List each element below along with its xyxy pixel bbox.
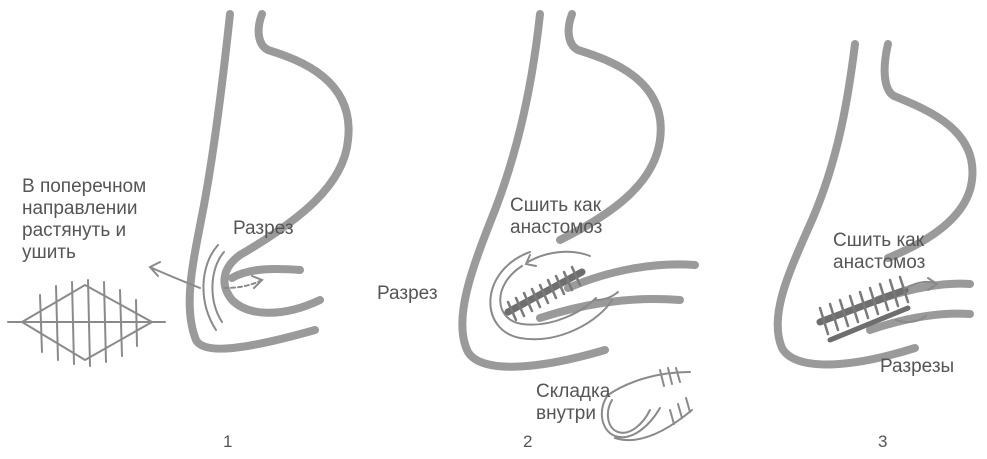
panel-3-incisions-label: Разрезы	[880, 356, 954, 378]
panel-3-number: 3	[878, 432, 887, 452]
panel-1-incision-label: Разрез	[233, 218, 294, 240]
panel-3-anastomosis-seam	[820, 277, 908, 340]
panel-2-duodenum-upper-wall	[568, 264, 695, 288]
panel-1-number: 1	[223, 432, 232, 452]
panel-2-fold-line-1: Складка	[536, 381, 610, 403]
panel-1-instruction-line-4: ушить	[22, 242, 146, 264]
panel-2-stomach-outer-wall	[462, 14, 605, 367]
panel-2-fold-sketch	[602, 368, 692, 440]
panel-3-stomach-inner-wall	[885, 44, 973, 258]
panel-3-anastomosis-line-2: анастомоз	[833, 252, 925, 274]
panel-1-incision-arc	[203, 245, 218, 330]
panel-2-fold-line-2: внутри	[536, 403, 610, 425]
panel-1-instruction-line-1: В поперечном	[22, 176, 146, 198]
panel-1-diamond-suture-sketch	[8, 280, 165, 366]
panel-2-fold-label: Складка внутри	[536, 381, 610, 425]
panel-1-instruction-line-2: направлении	[22, 198, 146, 220]
panel-3-drawing	[778, 44, 973, 365]
panel-3-anastomosis-label: Сшить как анастомоз	[833, 230, 925, 274]
panel-2-fold-loop-outer	[490, 252, 612, 339]
panel-2-incision-label: Разрез	[377, 283, 438, 305]
panel-2-anastomosis-line-2: анастомоз	[510, 217, 602, 239]
panel-1-duodenum-lower-wall	[232, 269, 300, 278]
panel-2-anastomosis-label: Сшить как анастомоз	[510, 195, 602, 239]
panel-2-anastomosis-line-1: Сшить как	[510, 195, 602, 217]
panel-1-instruction-line-3: растянуть и	[22, 220, 146, 242]
panel-1-arrowhead-right	[252, 276, 262, 288]
panel-2-number: 2	[523, 432, 532, 452]
panel-3-anastomosis-line-1: Сшить как	[833, 230, 925, 252]
panel-2-rotation-arrow	[528, 252, 590, 262]
panel-1-instruction-label: В поперечном направлении растянуть и уши…	[22, 176, 146, 264]
